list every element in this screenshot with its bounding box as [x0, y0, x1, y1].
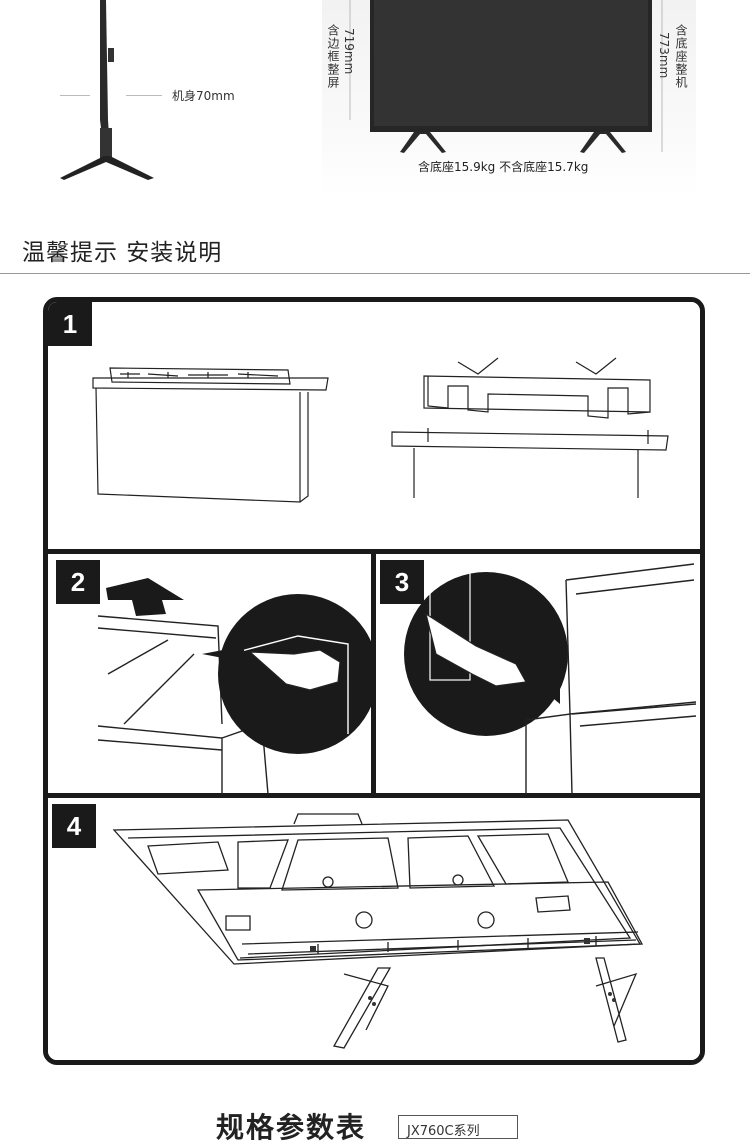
step-3-panel: 3	[376, 554, 700, 798]
step-1-badge: 1	[48, 302, 92, 346]
step-2-badge: 2	[56, 560, 100, 604]
thickness-tick-left	[60, 95, 90, 96]
step-3-badge: 3	[380, 560, 424, 604]
installation-section-title: 温馨提示 安装说明	[22, 240, 223, 266]
section-divider	[0, 273, 750, 274]
step-2-panel: 2	[48, 554, 376, 798]
total-height-value: 773mm	[657, 32, 671, 79]
step-4-illustration	[112, 813, 644, 1049]
body-thickness-label: 机身70mm	[172, 89, 235, 103]
installation-instructions-frame: 1 2	[43, 297, 705, 1065]
tv-front-view	[349, 0, 663, 153]
step-3-illustration	[404, 559, 697, 794]
step-2-illustration	[97, 578, 374, 794]
thickness-tick-right	[126, 95, 162, 96]
step-1-panel: 1	[48, 302, 700, 554]
screen-height-label: 含边框整屏	[326, 24, 340, 89]
total-height-label: 含底座整机	[674, 24, 688, 89]
step-4-panel: 4	[48, 798, 700, 1060]
weight-label: 含底座15.9kg 不含底座15.7kg	[418, 160, 589, 174]
step-1-illustration	[92, 357, 669, 503]
tv-side-profile	[60, 0, 154, 180]
screen-height-value: 719mm	[342, 28, 356, 75]
model-series-tag: JX760C系列	[398, 1115, 518, 1139]
spec-table-title: 规格参数表	[216, 1111, 367, 1144]
step-4-badge: 4	[52, 804, 96, 848]
